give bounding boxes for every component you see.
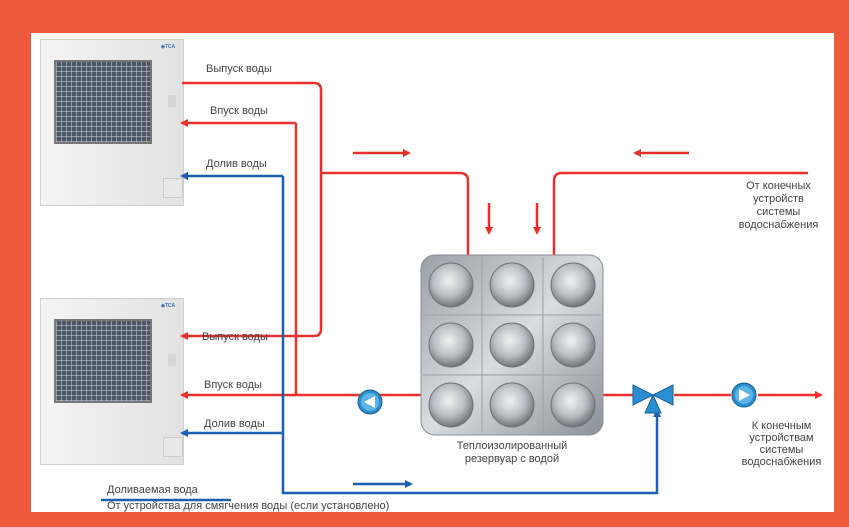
fan-grille [54, 60, 152, 144]
pump-icon [357, 389, 383, 415]
label-outlet-bottom: Выпуск воды [202, 331, 268, 343]
label-inlet-top: Впуск воды [210, 105, 268, 117]
control-panel [163, 437, 183, 457]
pump-icon [731, 382, 757, 408]
label-tank: Теплоизолированный резервуар с водой [456, 440, 568, 465]
side-vent [168, 354, 176, 366]
supply-return-pipes [552, 171, 823, 399]
fan-grille [54, 319, 152, 403]
side-vent [168, 95, 176, 107]
hot-outlet-pipes [180, 81, 470, 340]
label-topup-bottom: Долив воды [204, 418, 265, 430]
label-outlet-top: Выпуск воды [206, 63, 272, 75]
piping-diagram [101, 81, 823, 502]
control-panel [163, 178, 183, 198]
brand-logo: ◆TCA [161, 303, 176, 309]
chiller-unit-bottom: ◆TCA [40, 298, 184, 465]
insulated-water-tank [420, 254, 604, 436]
label-to-devices: К конечным устройствам системы водоснабж… [741, 420, 822, 468]
diagram-panel: ◆TCA ◆TCA [31, 33, 834, 512]
label-inlet-bottom: Впуск воды [204, 379, 262, 391]
label-from-devices: От конечных устройств системы водоснабже… [738, 180, 819, 231]
chiller-unit-top: ◆TCA [40, 39, 184, 206]
three-way-valve-icon [632, 384, 674, 414]
label-makeup-water: Доливаемая вода [107, 484, 198, 496]
flow-arrows [353, 149, 689, 235]
brand-logo: ◆TCA [161, 44, 176, 50]
label-softener: От устройства для смягчения воды (если у… [107, 500, 390, 512]
label-topup-top: Долив воды [206, 158, 267, 170]
cold-makeup-pipes [101, 172, 661, 502]
